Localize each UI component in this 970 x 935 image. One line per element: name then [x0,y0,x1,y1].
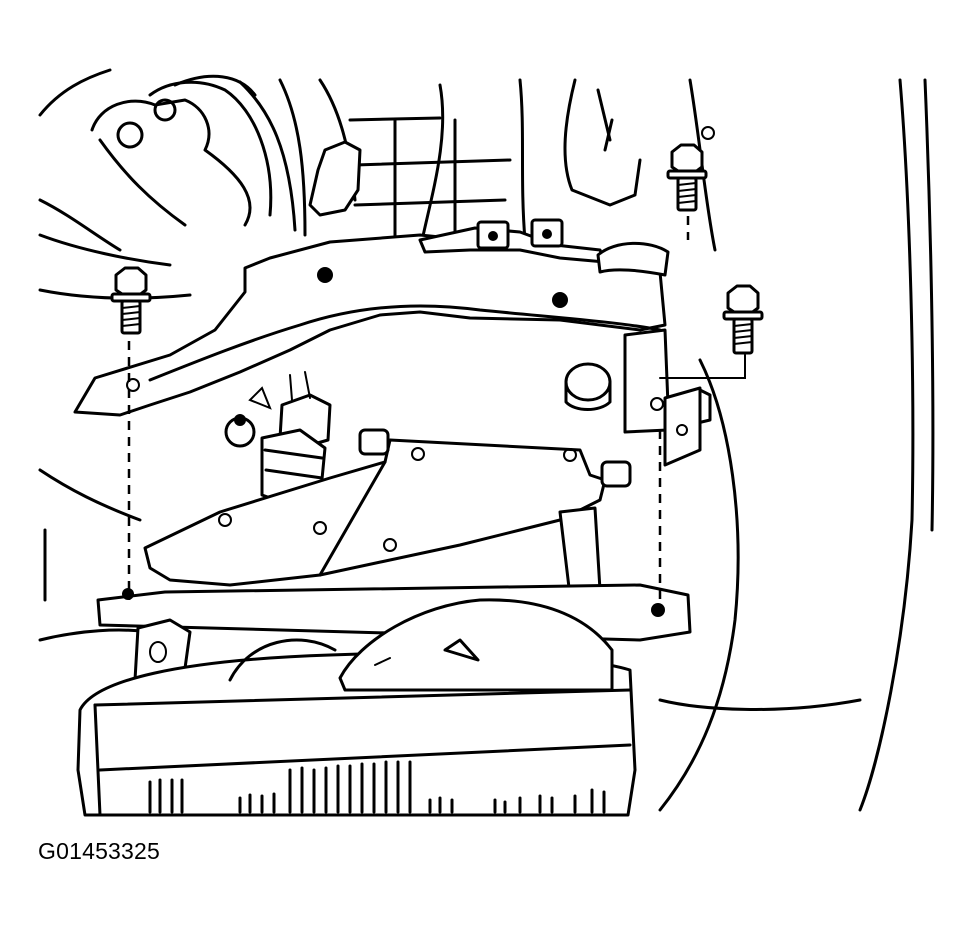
engine-bay-background [38,68,935,812]
headlamp-assembly [76,598,637,817]
fender-panel [658,698,862,711]
bolt-left [110,266,152,335]
figure-code: G01453325 [38,838,161,864]
bolt-right [722,284,764,355]
bolt-top-right [666,143,708,212]
upper-mounting-bracket [73,218,712,467]
horn-assembly [224,371,332,507]
headlamp-lens-ribs [148,760,606,814]
